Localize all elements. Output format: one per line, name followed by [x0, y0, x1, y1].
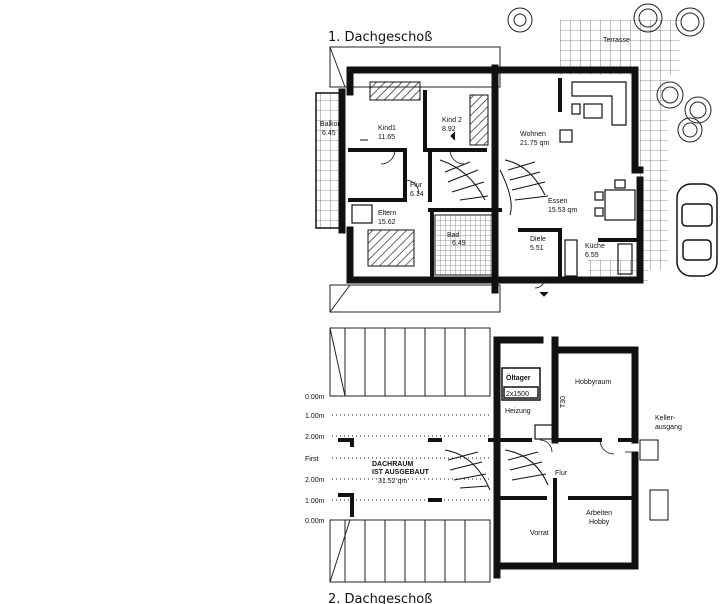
roof-stripes-bottom [329, 519, 491, 583]
kitchen-counter [564, 239, 633, 277]
height-mark-7: 0.00m [305, 518, 325, 525]
lower-floor-title: 2. Dachgeschoß [328, 592, 432, 604]
dachraum-area: 31.52 qm [378, 478, 407, 485]
bed-kind1 [369, 81, 421, 101]
room-kind2-area: 8.92 [442, 126, 456, 133]
room-bad-area: 6.49 [452, 240, 466, 247]
basement-doors [539, 439, 635, 455]
dachraum-line2: IST AUSGEBAUT [372, 469, 430, 476]
room-terrasse: Terrasse [603, 37, 630, 44]
upper-staircase [439, 159, 549, 216]
balcony [315, 92, 343, 229]
room-essen-area: 15.53 qm [548, 207, 577, 214]
room-oeltank-size: 2x1500 [506, 391, 529, 398]
kellerausgang-line1: Keller- [655, 415, 676, 422]
room-arbeiten-sub: Hobby [589, 519, 610, 526]
room-eltern-area: 15.62 [378, 219, 396, 226]
entry-arrows [360, 131, 549, 297]
car-icon [676, 183, 718, 277]
wardrobe-eltern [351, 204, 373, 224]
room-flur1-name: Flur [410, 182, 423, 189]
bath-floor-tiles [434, 214, 494, 276]
door-t30-label: T30 [560, 396, 567, 408]
sofa-group [559, 81, 627, 143]
roof-overhang-bottom [329, 284, 501, 313]
room-flur1-area: 6.14 [410, 191, 424, 198]
terrace-paving [560, 20, 680, 282]
upper-floor-plan [315, 3, 718, 313]
basement-stairs-out [639, 439, 669, 521]
kellerausgang-line2: ausgang [655, 424, 682, 431]
height-mark-6: 1.00m [305, 498, 325, 505]
lower-floor-plan [329, 327, 669, 583]
room-bad-name: Bad [447, 232, 460, 239]
basement-walls [493, 336, 639, 579]
room-diele-area: 5.51 [530, 245, 544, 252]
oil-tank [501, 367, 541, 401]
upper-floor-title: 1. Dachgeschoß [328, 30, 432, 45]
interior-walls [348, 78, 642, 282]
dachraum-line1: DACHRAUM [372, 461, 413, 468]
room-vorrat: Vorrat [530, 530, 549, 537]
room-kind1-area: 11.65 [378, 134, 395, 141]
bed-kind2 [469, 94, 489, 146]
bed-eltern [367, 229, 415, 267]
height-mark-5: 2.00m [305, 477, 325, 484]
room-kueche-area: 6.55 [585, 252, 599, 259]
room-flur2: Flur [555, 470, 568, 477]
room-balkon-area: 6.45 [322, 130, 336, 137]
room-kind2-name: Kind 2 [442, 117, 462, 124]
room-balkon-name: Balkon [320, 121, 342, 128]
room-essen-name: Essen [548, 198, 568, 205]
garden-trees [507, 3, 712, 143]
roof-stripes-top [329, 327, 491, 397]
height-mark-1: 0.00m [305, 394, 325, 401]
room-kind1-name: Kind1 [378, 125, 396, 132]
boiler [534, 424, 554, 440]
room-hobbyraum: Hobbyraum [575, 379, 611, 386]
room-diele-name: Diele [530, 236, 546, 243]
height-mark-3: 2.00m [305, 434, 325, 441]
basement-walls-inner [338, 438, 637, 568]
room-arbeiten-name: Arbeiten [586, 510, 612, 517]
lower-staircase [444, 449, 549, 491]
room-eltern-name: Eltern [378, 210, 396, 217]
room-wohnen-area: 21.75 qm [520, 140, 549, 147]
height-mark-2: 1.00m [305, 413, 325, 420]
room-wohnen-name: Wohnen [520, 131, 546, 138]
exterior-walls [338, 64, 644, 294]
height-mark-4: First [305, 456, 319, 463]
room-oeltank-name: Öltager [506, 373, 531, 382]
door-swings [380, 149, 546, 289]
dining-table [594, 179, 636, 221]
room-kueche-name: Küche [585, 243, 605, 250]
room-heizung: Heizung [505, 408, 531, 415]
